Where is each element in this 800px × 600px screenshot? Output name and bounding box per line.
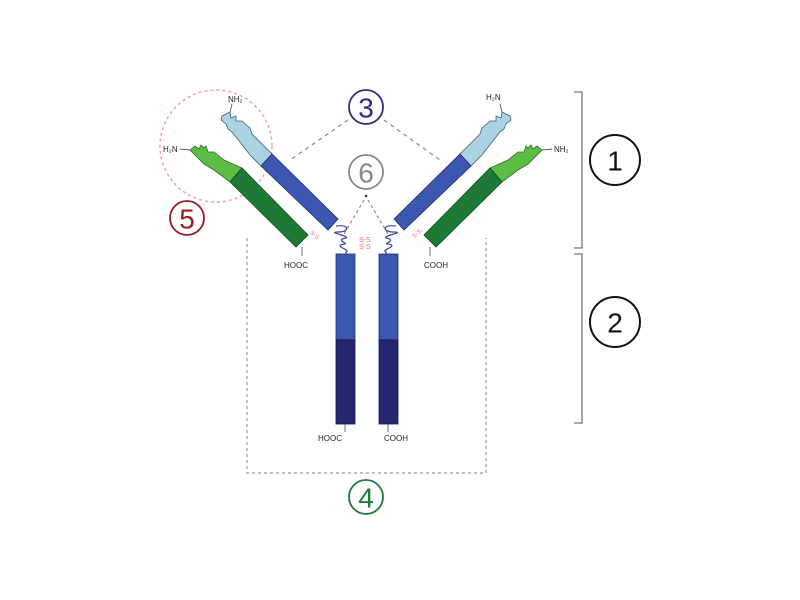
right-stem-ch3	[378, 339, 399, 425]
svg-text:5: 5	[179, 204, 195, 235]
right-heavy-constant-domain	[393, 153, 472, 231]
right-light-n-leader	[541, 148, 553, 151]
left-heavy-n-leader	[229, 103, 233, 113]
left-light-n-terminus: H₂N	[163, 145, 178, 154]
right-hinge-coil	[384, 225, 398, 256]
right-heavy-chain-arm	[393, 103, 512, 231]
svg-text:1: 1	[607, 146, 623, 177]
right-heavy-n-leader	[499, 103, 503, 113]
right-light-chain-arm	[423, 144, 553, 256]
right-heavy-variable-domain	[459, 111, 512, 167]
right-light-c-terminus: COOH	[424, 261, 448, 270]
label-2-fc-region: 2	[589, 296, 641, 348]
hinge-point	[364, 194, 368, 198]
left-hinge-coil	[334, 225, 348, 256]
left-disulfide-bond: S-S	[308, 230, 320, 241]
hinge-disulfide-bottom: S-S	[359, 244, 371, 251]
left-light-constant-domain	[229, 167, 309, 248]
fc-region-outline	[246, 238, 487, 474]
right-heavy-n-terminus: H₂N	[486, 93, 501, 102]
left-heavy-n-terminus: NH₂	[228, 95, 243, 104]
right-disulfide-bond: S-S	[412, 229, 424, 240]
label-3-heavy-chain: 3	[348, 89, 384, 125]
left-light-chain-arm: H₂N HOOC	[163, 144, 309, 270]
left-light-n-leader	[179, 148, 191, 151]
right-light-constant-domain	[423, 167, 503, 248]
label-1-fab-region: 1	[589, 134, 641, 186]
bracket-fab	[574, 91, 583, 249]
left-heavy-chain-stem: HOOC	[318, 253, 356, 443]
svg-text:2: 2	[607, 308, 623, 339]
left-heavy-chain-arm: NH₂	[220, 95, 339, 231]
right-heavy-chain-stem: COOH	[378, 253, 408, 443]
stem-right-c-terminus: COOH	[384, 434, 408, 443]
right-light-n-terminus: NH₂	[554, 145, 569, 154]
left-stem-ch3	[335, 339, 356, 425]
right-stem-ch2	[378, 253, 399, 341]
guide-line-3-right	[383, 119, 441, 161]
bracket-fc	[574, 253, 583, 424]
label-4-light-chain-and-fc: 4	[348, 479, 384, 515]
guide-line-3-left	[289, 119, 349, 161]
left-stem-ch2	[335, 253, 356, 341]
label-6-hinge: 6	[348, 154, 384, 190]
right-light-variable-domain	[489, 144, 543, 183]
svg-text:4: 4	[358, 483, 374, 514]
hinge-disulfide-top: S-S	[359, 237, 371, 244]
svg-text:3: 3	[358, 93, 374, 124]
svg-text:6: 6	[358, 158, 374, 189]
left-heavy-constant-domain	[260, 153, 339, 231]
label-5-antigen-binding-site: 5	[169, 200, 205, 236]
left-heavy-variable-domain	[220, 111, 273, 167]
left-light-c-terminus: HOOC	[284, 261, 308, 270]
hinge-region	[334, 225, 398, 256]
left-light-variable-domain	[189, 144, 243, 183]
stem-left-c-terminus: HOOC	[318, 434, 342, 443]
antigen-binding-site-outline	[159, 89, 273, 203]
